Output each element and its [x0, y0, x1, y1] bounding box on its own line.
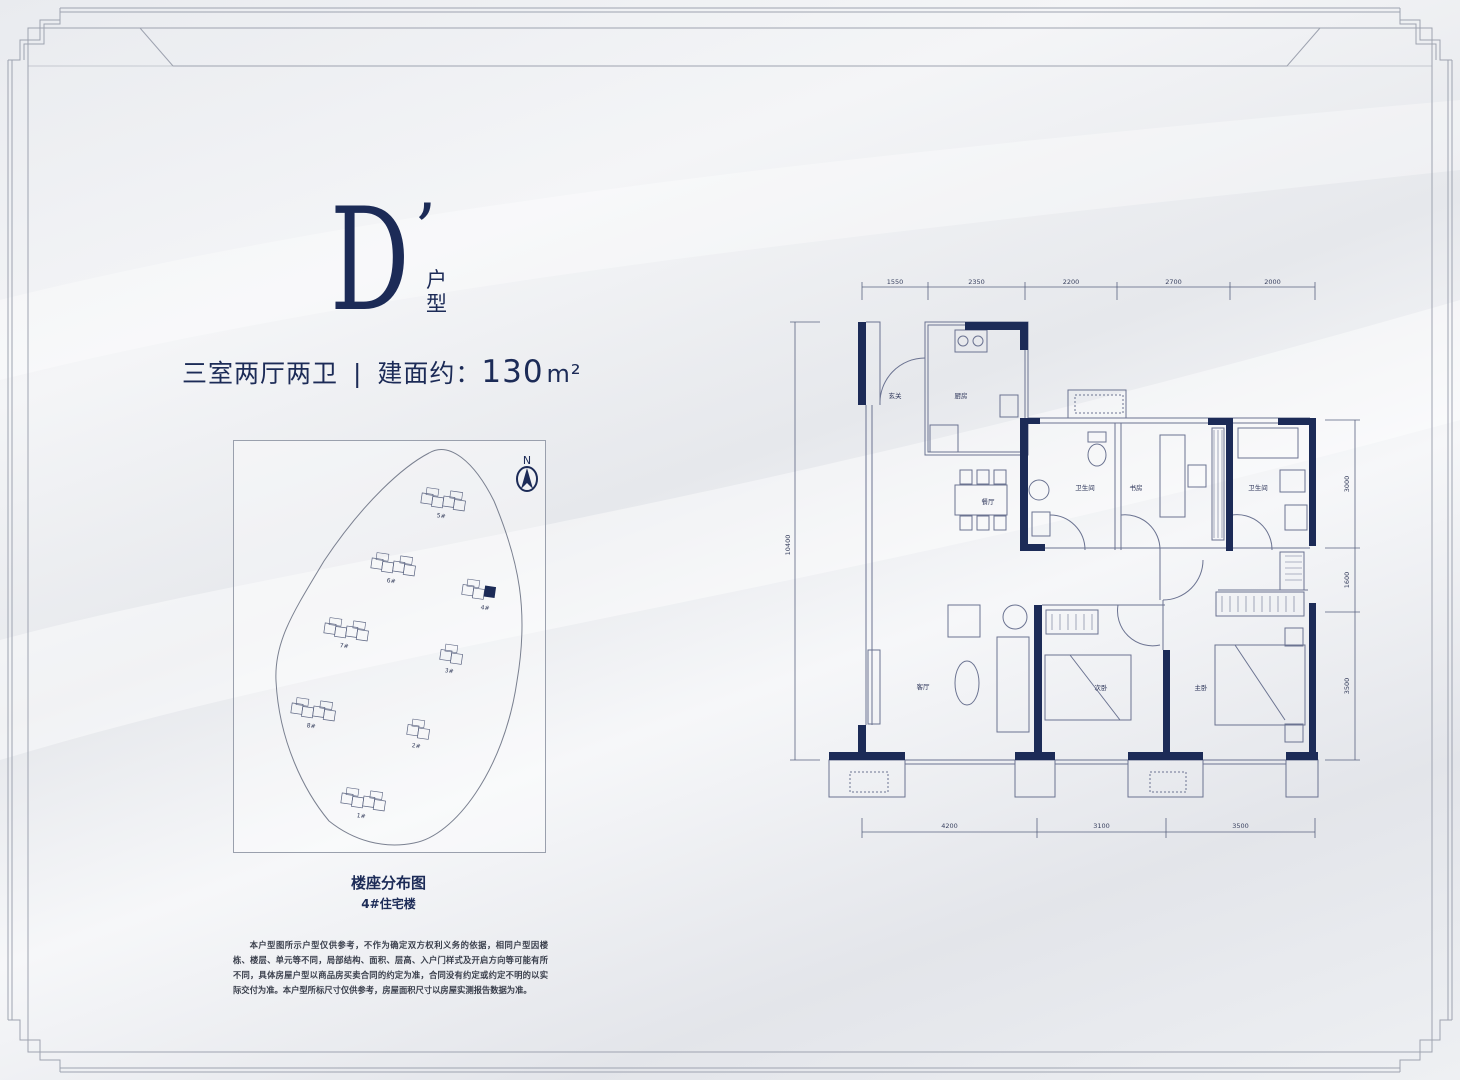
dimension-bottom: 3500	[1232, 822, 1249, 830]
room-label-bathroom-2: 卫生间	[1248, 483, 1268, 492]
dimension-top: 2000	[1264, 278, 1281, 286]
building-2: 2#	[406, 718, 431, 750]
unit-type-suffix: 户 型	[426, 268, 450, 316]
suffix-char: 户	[426, 268, 447, 292]
building-number: 3#	[444, 667, 454, 675]
building-number: 4#	[480, 604, 490, 612]
building-number: 6#	[386, 577, 396, 585]
building-label: 4#住宅楼	[361, 897, 416, 911]
structural-walls	[829, 322, 1318, 760]
room-label-bathroom-1: 卫生间	[1075, 483, 1095, 492]
dimension-top: 1550	[887, 278, 904, 286]
area-unit: m²	[546, 360, 582, 388]
dimension-bottom: 4200	[941, 822, 958, 830]
unit-type-prime: ’	[414, 189, 437, 271]
dimension-right: 1600	[1343, 572, 1351, 589]
dimension-left: 10400	[784, 535, 792, 556]
building-1: 1#	[340, 787, 386, 820]
room-label-dining: 餐厅	[982, 497, 996, 506]
building-8: 8#	[290, 697, 336, 730]
dimension-lines	[790, 282, 1360, 838]
building-number: 2#	[411, 742, 421, 750]
building-7: 7#	[323, 617, 369, 650]
site-plan-drawing: N 5# 6# 4# 7# 3# 8# 2# 1#	[275, 449, 538, 846]
dimension-right: 3000	[1343, 476, 1351, 493]
site-plan: N 5# 6# 4# 7# 3# 8# 2# 1#	[233, 440, 546, 853]
building-6: 6#	[370, 552, 416, 585]
dimension-right: 3500	[1343, 678, 1351, 695]
layout-text: 三室两厅两卫	[182, 359, 339, 388]
dimension-top: 2200	[1063, 278, 1080, 286]
room-label-living: 客厅	[917, 682, 931, 691]
room-label-second-bedroom: 次卧	[1095, 683, 1109, 692]
building-5: 5#	[420, 487, 466, 520]
building-4: 4#	[461, 578, 497, 612]
building-number: 7#	[339, 642, 349, 650]
room-label-kitchen: 厨房	[955, 391, 968, 400]
room-label-study: 书房	[1130, 483, 1143, 492]
dimension-top: 2350	[968, 278, 985, 286]
area-value: 130	[481, 354, 544, 390]
building-number: 1#	[356, 812, 366, 820]
suffix-char: 型	[426, 292, 447, 316]
disclaimer-text: 本户型图所示户型仅供参考，不作为确定双方权利义务的依据，相同户型因楼栋、楼层、单…	[233, 940, 548, 995]
dimension-bottom: 3100	[1093, 822, 1110, 830]
building-number: 5#	[436, 512, 446, 520]
building-3: 3#	[439, 643, 464, 675]
site-plan-caption: 楼座分布图	[350, 874, 426, 892]
dimension-top: 2700	[1165, 278, 1182, 286]
area-label: 建面约：	[377, 359, 482, 388]
separator: |	[352, 359, 363, 388]
site-boundary	[275, 449, 523, 846]
north-arrow: N	[516, 454, 538, 492]
room-label-master-bedroom: 主卧	[1195, 683, 1209, 692]
north-label: N	[523, 454, 531, 467]
building-number: 8#	[306, 722, 316, 730]
room-label-entry: 玄关	[889, 391, 903, 400]
unit-type-letter: D	[330, 178, 410, 343]
